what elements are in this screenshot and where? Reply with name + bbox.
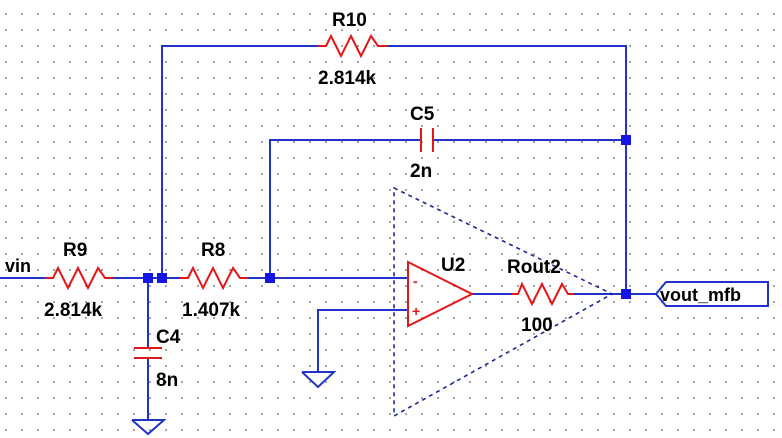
label-r9-ref: R9 <box>63 240 87 261</box>
junction-node-a <box>157 273 167 283</box>
opamp-u2 <box>407 260 475 328</box>
junction-node-b <box>265 273 275 283</box>
label-c4-ref: C4 <box>156 327 181 348</box>
opamp-u2-outline <box>393 186 614 418</box>
capacitor-c5 <box>420 128 434 152</box>
wires <box>0 45 657 421</box>
opamp-plus-sign: + <box>412 303 420 319</box>
junction-c4 <box>143 273 153 283</box>
output-port-flag <box>654 281 769 307</box>
resistor-r8 <box>180 265 248 291</box>
label-r9-value: 2.814k <box>44 300 103 321</box>
label-rout2-value: 100 <box>521 315 553 336</box>
capacitor-c4 <box>134 347 162 359</box>
label-c5-ref: C5 <box>410 104 435 125</box>
label-rout2-ref: Rout2 <box>507 257 561 278</box>
resistor-r10 <box>318 33 388 59</box>
label-r8-ref: R8 <box>201 240 225 261</box>
label-u2-ref: U2 <box>441 255 465 276</box>
label-r8-value: 1.407k <box>182 300 241 321</box>
label-r10-value: 2.814k <box>318 68 377 89</box>
junction-c5-right <box>621 135 631 145</box>
net-label-vout: vout_mfb <box>660 285 741 305</box>
net-label-vin: vin <box>5 256 31 276</box>
resistor-r9 <box>45 265 113 291</box>
junction-output <box>621 289 631 299</box>
label-c4-value: 8n <box>156 370 178 391</box>
ground-symbol-opamp <box>301 371 337 389</box>
ground-symbol-c4 <box>131 419 167 436</box>
label-c5-value: 2n <box>410 161 432 182</box>
label-r10-ref: R10 <box>332 10 367 31</box>
resistor-rout2 <box>512 281 574 307</box>
opamp-minus-sign: - <box>413 273 418 289</box>
